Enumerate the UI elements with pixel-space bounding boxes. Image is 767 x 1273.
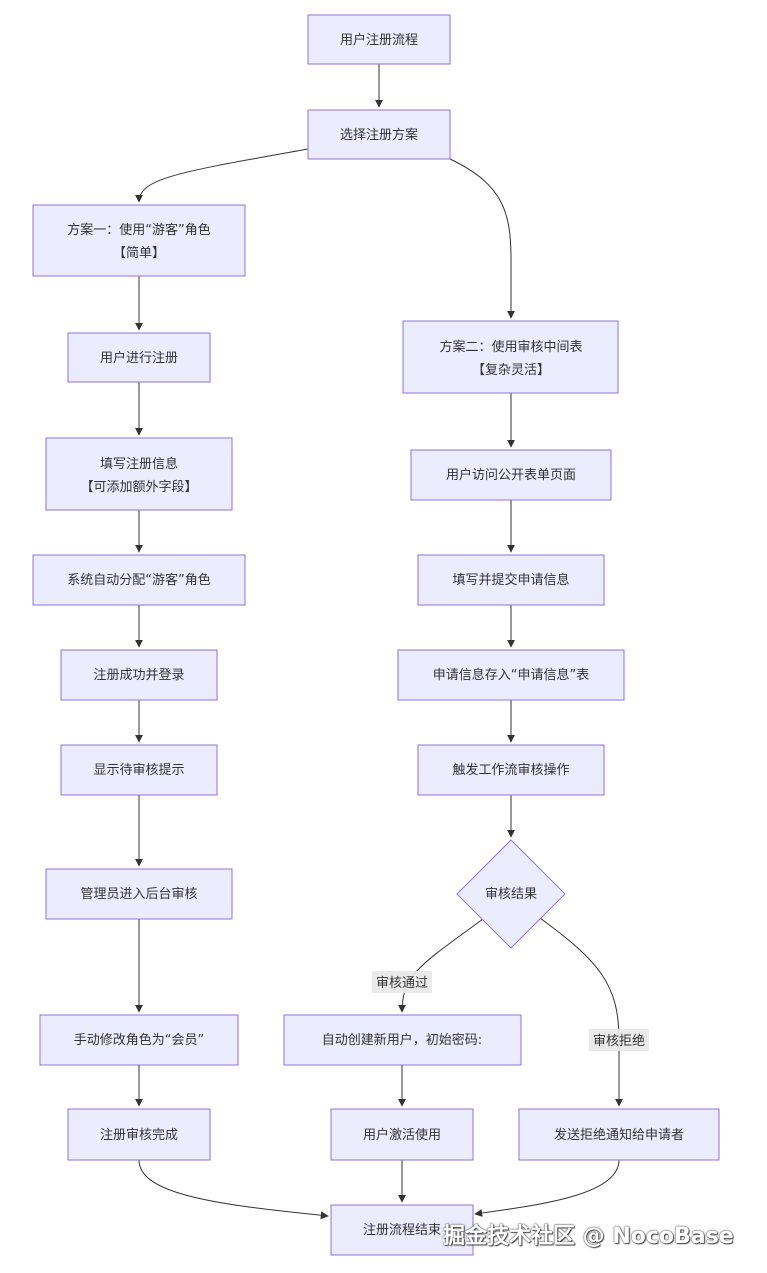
edge-label-rejected: 审核拒绝 xyxy=(589,1029,649,1051)
node-auto-assign-label: 系统自动分配“游客”角色 xyxy=(67,572,210,588)
node-review-done-label: 注册审核完成 xyxy=(100,1128,178,1143)
node-pending: 显示待审核提示 xyxy=(60,744,218,796)
edge-done-to-end xyxy=(138,1159,329,1220)
node-user-register-label: 用户进行注册 xyxy=(100,350,178,366)
watermark: 掘金技术社区 @ NocoBase xyxy=(443,1224,734,1249)
node-create-user: 自动创建新用户，初始密码: xyxy=(283,1014,522,1066)
node-reject-notice-label: 发送拒绝通知给申请者 xyxy=(554,1127,684,1143)
node-review-done: 注册审核完成 xyxy=(67,1108,211,1161)
node-fill-info-label-2: 【可添加额外字段】 xyxy=(80,480,197,495)
node-result: 审核结果 xyxy=(456,839,566,949)
node-user-register: 用户进行注册 xyxy=(67,332,211,383)
edge-label-approved-text: 审核通过 xyxy=(376,976,428,991)
node-login-label: 注册成功并登录 xyxy=(93,668,184,683)
node-plan1: 方案一：使用“游客”角色 【简单】 xyxy=(32,204,246,277)
node-visit-form-label: 用户访问公开表单页面 xyxy=(446,467,576,483)
node-end: 注册流程结束 xyxy=(330,1204,474,1256)
edge-reject-to-end xyxy=(474,1159,620,1217)
node-plan2-label-2: 【复杂灵活】 xyxy=(472,363,550,378)
node-end-label: 注册流程结束 xyxy=(363,1223,441,1238)
node-pending-label: 显示待审核提示 xyxy=(93,762,184,778)
node-plan2-label-1: 方案二：使用审核中间表 xyxy=(439,339,582,355)
node-manual-change: 手动修改角色为“会员” xyxy=(39,1014,239,1066)
node-create-user-label: 自动创建新用户，初始密码: xyxy=(322,1032,482,1048)
node-admin-review: 管理员进入后台审核 xyxy=(45,868,233,920)
node-plan1-label-2: 【简单】 xyxy=(113,245,165,261)
node-reject-notice: 发送拒绝通知给申请者 xyxy=(518,1108,720,1161)
node-choose-label: 选择注册方案 xyxy=(340,127,418,143)
node-plan2: 方案二：使用审核中间表 【复杂灵活】 xyxy=(402,320,619,394)
node-fill-info: 填写注册信息 【可添加额外字段】 xyxy=(45,437,233,511)
edges xyxy=(135,64,623,1220)
node-fill-info-label-1: 填写注册信息 xyxy=(100,456,178,472)
node-start: 用户注册流程 xyxy=(307,14,451,65)
node-trigger-label: 触发工作流审核操作 xyxy=(452,762,569,778)
node-plan1-label-1: 方案一：使用“游客”角色 xyxy=(67,222,210,238)
node-manual-change-label: 手动修改角色为“会员” xyxy=(74,1032,204,1048)
node-store-label: 申请信息存入“申请信息”表 xyxy=(433,667,589,683)
node-store: 申请信息存入“申请信息”表 xyxy=(397,649,625,701)
node-start-label: 用户注册流程 xyxy=(340,32,418,48)
node-result-label: 审核结果 xyxy=(485,887,537,902)
node-choose: 选择注册方案 xyxy=(307,109,451,160)
edge-result-approved xyxy=(398,918,484,1013)
edge-label-rejected-text: 审核拒绝 xyxy=(593,1033,645,1049)
node-submit-label: 填写并提交申请信息 xyxy=(452,572,569,588)
node-visit-form: 用户访问公开表单页面 xyxy=(410,449,612,501)
node-activate: 用户激活使用 xyxy=(330,1108,474,1161)
edge-label-approved: 审核通过 xyxy=(372,971,432,993)
edge-result-rejected xyxy=(539,917,623,1107)
node-admin-review-label: 管理员进入后台审核 xyxy=(80,887,197,902)
edge-choose-to-plan2 xyxy=(449,158,515,319)
node-auto-assign: 系统自动分配“游客”角色 xyxy=(32,554,246,606)
node-submit: 填写并提交申请信息 xyxy=(417,554,605,606)
node-login: 注册成功并登录 xyxy=(60,649,218,701)
edge-choose-to-plan1 xyxy=(135,148,309,203)
node-activate-label: 用户激活使用 xyxy=(363,1127,441,1143)
nodes: 用户注册流程 选择注册方案 方案一：使用“游客”角色 【简单】 用户进行注册 填… xyxy=(32,14,720,1256)
node-trigger: 触发工作流审核操作 xyxy=(417,744,605,796)
